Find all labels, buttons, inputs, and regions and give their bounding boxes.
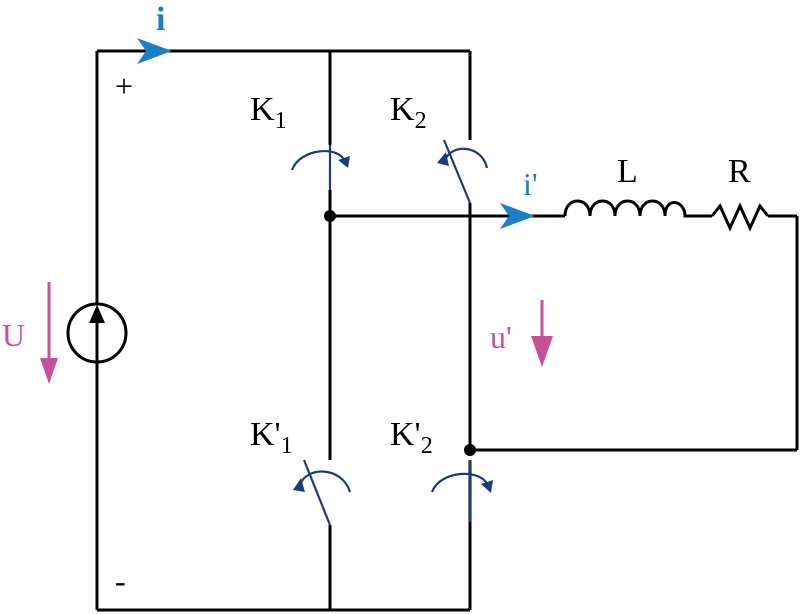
output-voltage-label: u' (490, 319, 512, 355)
junction-node-a (324, 210, 336, 222)
wiring (95, 49, 799, 612)
source-voltage-label: U (2, 317, 25, 353)
current-i-label: i (156, 1, 165, 38)
current-i-prime-arrow-icon (500, 203, 535, 229)
switch-k1-label: K1 (250, 91, 287, 134)
switch-k2-label: K2 (390, 91, 427, 134)
current-i-arrow-icon (137, 38, 172, 64)
current-i-prime-label: i' (523, 166, 538, 202)
inductor-label: L (617, 153, 638, 190)
resistor-label: R (728, 153, 751, 190)
switch-k2-icon (437, 139, 489, 204)
switch-k1-icon (290, 145, 350, 190)
voltage-u-arrow-icon (40, 282, 58, 384)
resistor-zigzag (710, 202, 770, 232)
junction-node-b (464, 444, 476, 456)
voltage-u-prime-arrow-icon (531, 300, 553, 367)
voltage-source-icon (66, 302, 128, 364)
switch-k2p-label: K'2 (390, 416, 433, 459)
plus-terminal-label: + (115, 68, 133, 104)
switch-k1p-label: K'1 (250, 416, 293, 459)
switch-k1p-icon (293, 459, 352, 526)
minus-terminal-label: - (115, 563, 126, 599)
switch-k2p-icon (430, 460, 493, 522)
inductor-coil (563, 199, 712, 218)
